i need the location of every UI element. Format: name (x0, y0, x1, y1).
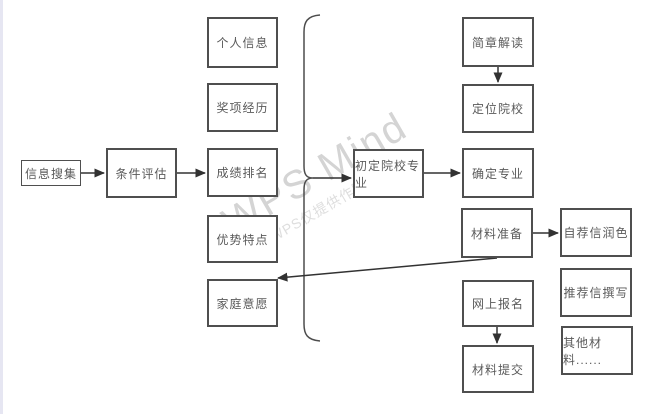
node-label: 奖项经历 (216, 101, 269, 115)
node-label: 网上报名 (471, 297, 524, 311)
node-label: 条件评估 (115, 166, 168, 181)
node-info-collect[interactable]: 信息搜集 (21, 160, 81, 186)
node-self-letter[interactable]: 自荐信润色 (560, 208, 632, 257)
node-label: 定位院校 (471, 102, 524, 116)
node-online-reg[interactable]: 网上报名 (462, 280, 534, 327)
node-rec-letter[interactable]: 推荐信撰写 (560, 268, 632, 317)
arrow-prep-to-onlinereg (277, 257, 498, 282)
node-material-prep[interactable]: 材料准备 (461, 208, 533, 258)
node-other-materials[interactable]: 其他材料...... (561, 326, 633, 375)
left-edge-strip (0, 0, 3, 414)
node-brochure[interactable]: 简章解读 (462, 17, 534, 67)
node-label: 初定院校专业 (355, 158, 421, 190)
node-awards[interactable]: 奖项经历 (207, 83, 278, 132)
node-grades[interactable]: 成绩排名 (207, 148, 278, 197)
node-label: 推荐信撰写 (563, 286, 629, 300)
node-personal-info[interactable]: 个人信息 (207, 17, 278, 68)
node-label: 家庭意愿 (216, 296, 269, 311)
node-label: 优势特点 (216, 232, 269, 247)
node-label: 材料提交 (471, 362, 524, 377)
node-label: 个人信息 (216, 36, 269, 50)
node-label: 信息搜集 (24, 166, 77, 181)
node-condition-eval[interactable]: 条件评估 (106, 148, 177, 198)
node-label: 材料准备 (470, 226, 523, 241)
node-label: 自荐信润色 (563, 226, 629, 240)
node-label: 确定专业 (471, 166, 524, 181)
node-label: 成绩排名 (216, 166, 269, 180)
node-family[interactable]: 家庭意愿 (207, 279, 278, 327)
node-strengths[interactable]: 优势特点 (207, 215, 278, 263)
node-label: 简章解读 (471, 35, 524, 50)
node-confirm-major[interactable]: 确定专业 (462, 148, 534, 198)
node-locate-school[interactable]: 定位院校 (462, 84, 534, 133)
node-initial-school[interactable]: 初定院校专业 (353, 149, 424, 198)
node-material-submit[interactable]: 材料提交 (462, 345, 534, 393)
node-label: 其他材料...... (563, 335, 603, 367)
